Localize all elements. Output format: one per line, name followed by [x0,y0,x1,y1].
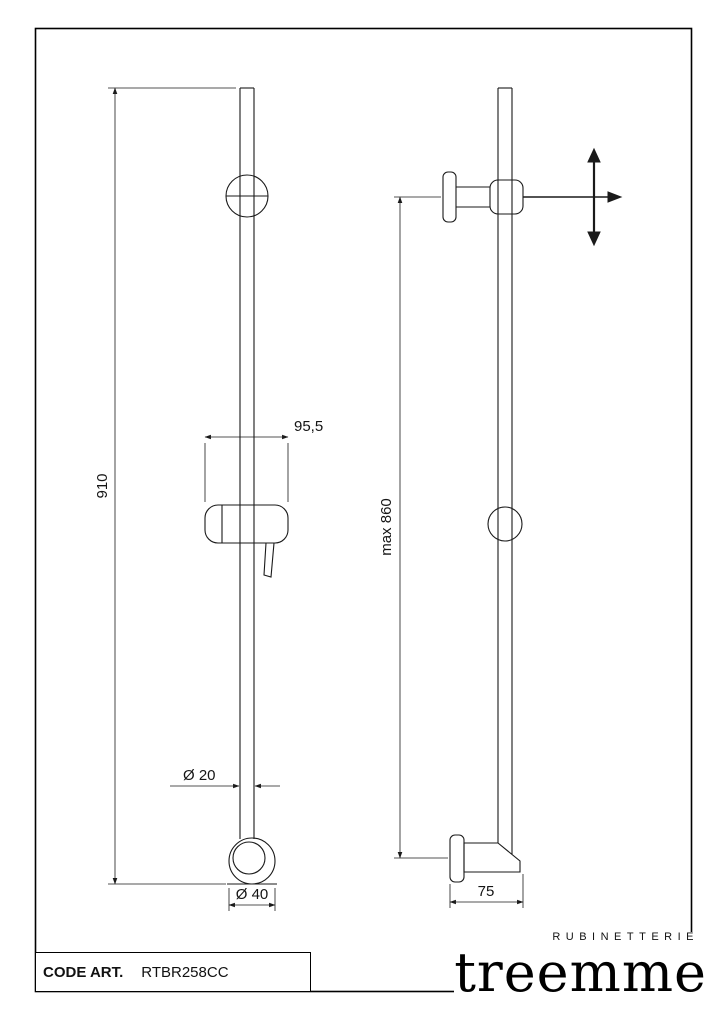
front-holder-lever [263,542,275,578]
movement-arrows [523,147,623,247]
up-arrowhead-icon [587,147,601,163]
down-arrowhead-icon [587,231,601,247]
front-view [204,87,289,885]
front-handset-holder [204,504,289,578]
side-rail-bar [497,87,513,854]
front-base-flange [227,837,277,885]
dim-label-910: 910 [94,473,111,498]
side-slider-knob [487,506,523,542]
brand-logo: RUBINETTERIE treemme [454,932,707,1000]
dim-label-o40: Ø 40 [236,886,269,903]
brand-name: treemme [454,941,707,1004]
title-block: CODE ART. RTBR258CC [35,952,311,992]
side-bottom-elbow [449,834,521,883]
drawing-frame [34,27,693,993]
code-art-label: CODE ART. [43,963,124,981]
code-art-value: RTBR258CC [141,963,229,981]
side-top-bracket [442,171,524,223]
brand-subtitle: RUBINETTERIE [552,931,699,943]
dim-label-75: 75 [478,883,495,900]
front-rail-bar [239,87,255,839]
dim-label-95-5: 95,5 [294,418,323,435]
front-view-dimensions [108,87,289,911]
dimension-labels: 910 95,5 Ø 20 Ø 40 max 860 75 [94,418,494,903]
dim-label-o20: Ø 20 [183,767,216,784]
front-upper-knob [225,174,269,218]
side-view [442,87,524,883]
right-arrowhead-icon [607,191,623,203]
side-view-dimensions [394,196,524,908]
dim-label-max-860: max 860 [378,498,395,556]
